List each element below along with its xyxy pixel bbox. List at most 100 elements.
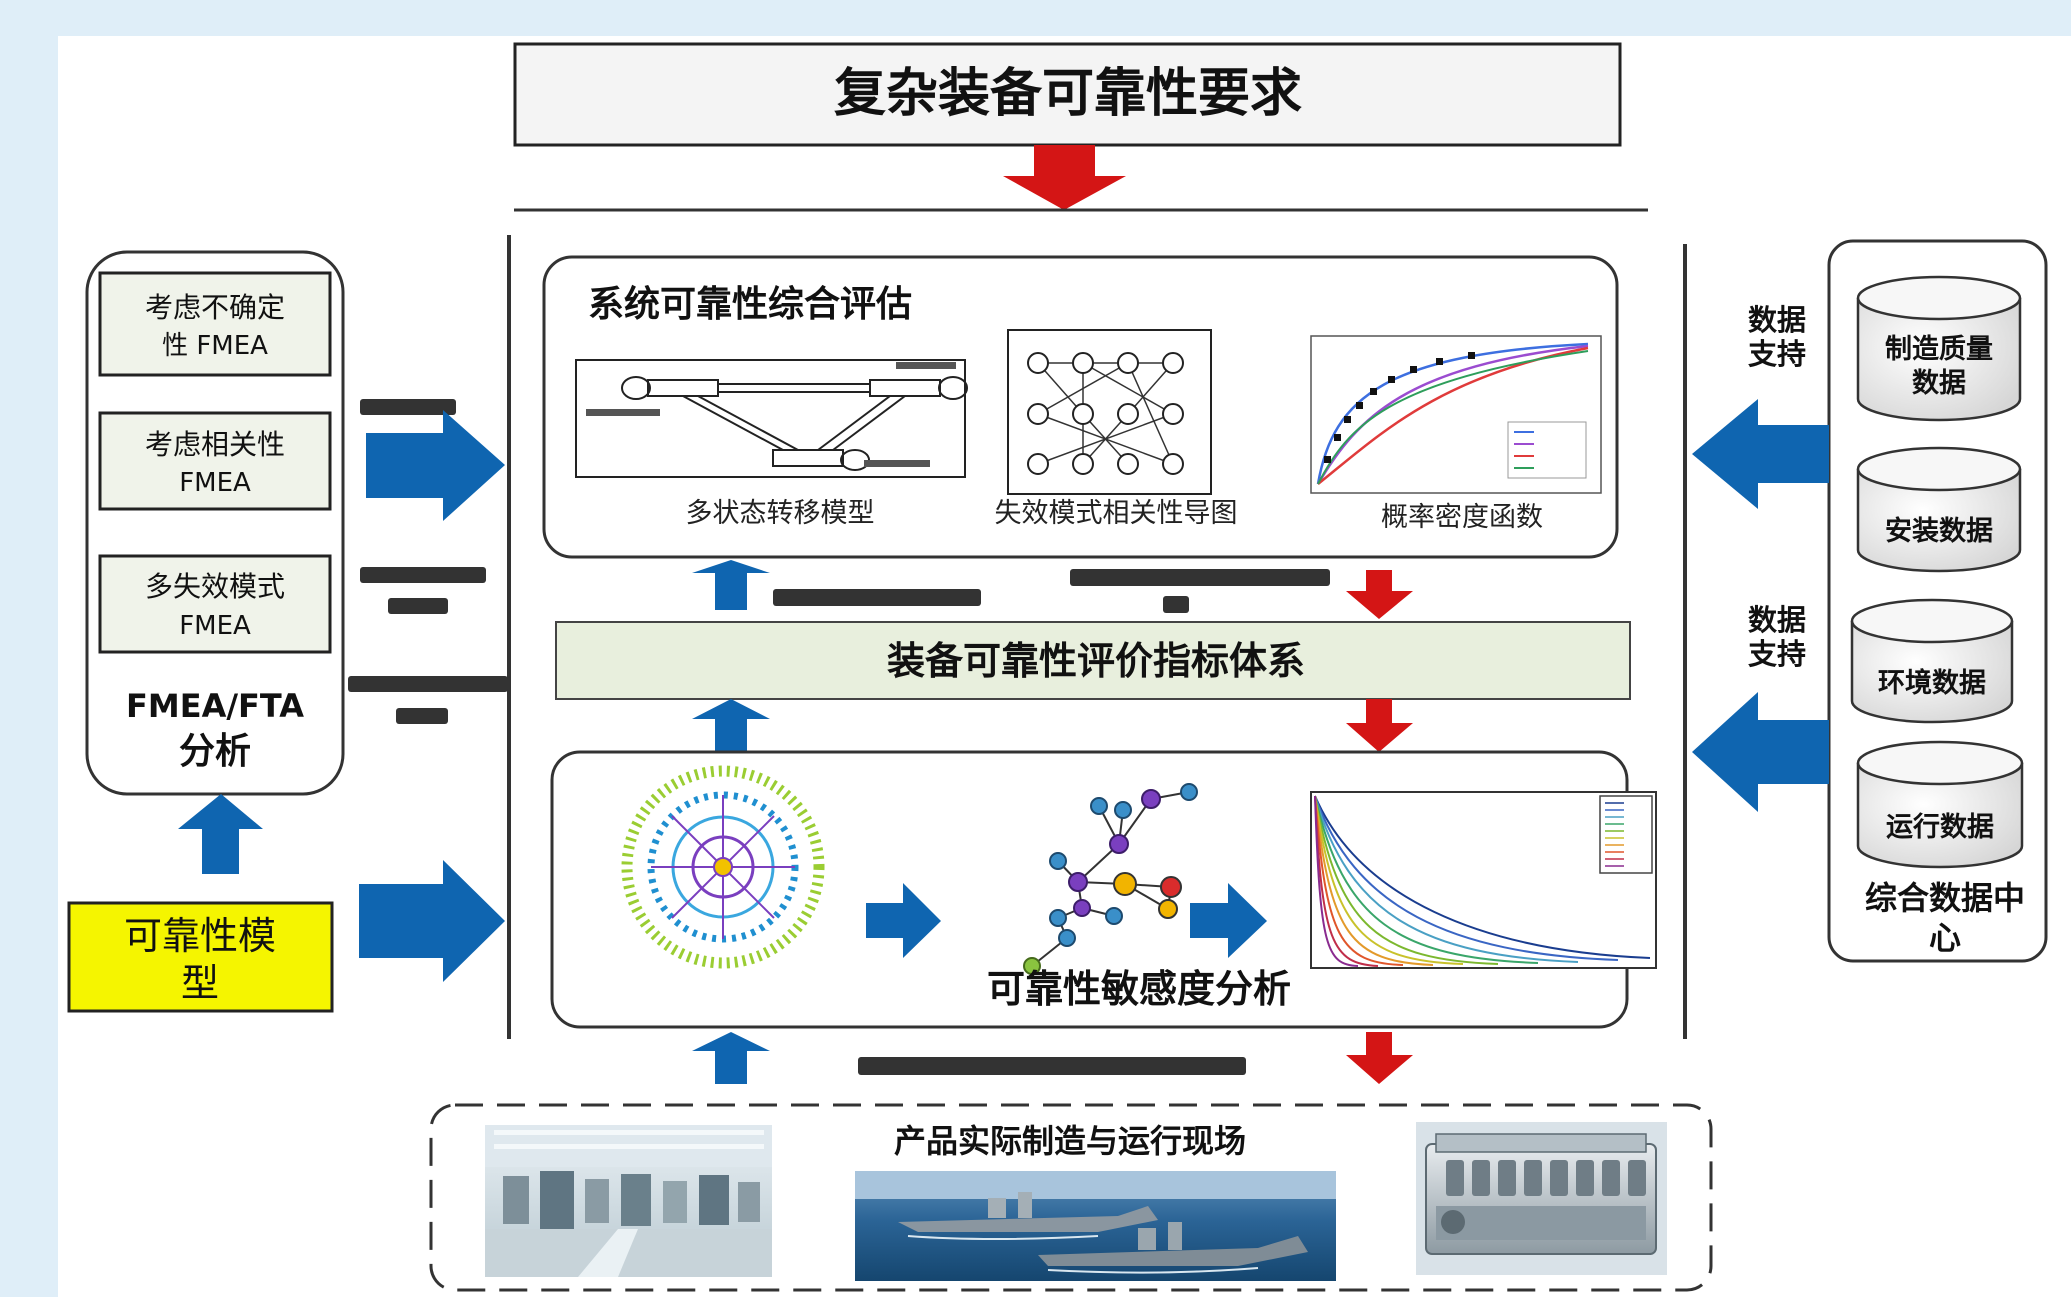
title-text: 复杂装备可靠性要求 — [834, 64, 1302, 124]
decay-curves-plot — [1310, 791, 1657, 969]
graph-node — [1072, 453, 1094, 475]
graph-nodes — [1027, 352, 1184, 475]
network-node — [1049, 852, 1067, 870]
database-cylinder-icon: 运行数据 — [1856, 740, 2024, 869]
fmea-caption: FMEA/FTA — [126, 687, 304, 725]
state-node — [869, 379, 941, 397]
database-cylinder-icon: 制造质量 数据 — [1856, 275, 2022, 422]
graph-node — [1027, 453, 1049, 475]
fmea-box-correlation: 考虑相关性 FMEA — [98, 411, 332, 511]
graph-node — [1117, 453, 1139, 475]
right-arrow-icon — [866, 883, 941, 958]
density-curve — [1316, 344, 1589, 485]
data-center-caption: 心 — [1929, 919, 1961, 957]
figure-caption: 失效模式相关性导图 — [995, 498, 1238, 529]
annotation-text-mark — [1070, 569, 1330, 586]
graph-node — [1027, 403, 1049, 425]
reliability-model-line: 型 — [181, 961, 219, 1005]
graph-node — [1162, 352, 1184, 374]
graph-node — [1072, 403, 1094, 425]
data-item-label: 运行数据 — [1886, 811, 1994, 843]
probability-density-plot — [1310, 335, 1602, 494]
network-node — [1049, 909, 1067, 927]
annotation-text-mark — [348, 676, 508, 692]
up-arrow-icon — [692, 1032, 770, 1084]
network-hub — [713, 857, 733, 877]
system-evaluation-panel: 系统可靠性综合评估 多状态转移模型 — [542, 255, 1619, 559]
radial-network-figure — [621, 765, 825, 969]
right-arrow-icon — [366, 410, 505, 521]
network-node — [1113, 872, 1137, 896]
down-arrow-icon — [1346, 699, 1413, 752]
annotation-text-mark — [858, 1057, 1246, 1075]
sensitivity-panel: 可靠性敏感度分析 — [550, 750, 1657, 1029]
annotation-text-mark — [896, 362, 956, 369]
network-node — [1158, 899, 1178, 919]
data-item-label: 环境数据 — [1878, 668, 1986, 699]
state-node — [647, 379, 719, 397]
annotation-text-mark — [360, 567, 486, 583]
annotation-text-mark — [586, 409, 660, 416]
annotation-text-mark — [864, 460, 930, 467]
network-node — [1068, 872, 1088, 892]
warship-image — [855, 1171, 1336, 1281]
up-arrow-icon — [692, 699, 770, 752]
transition-edge — [697, 395, 799, 451]
data-support-label: 支持 — [1748, 337, 1806, 371]
graph-edges — [1037, 362, 1174, 465]
graph-node — [1117, 352, 1139, 374]
figure-caption: 概率密度函数 — [1381, 502, 1543, 533]
density-curve — [1316, 342, 1589, 485]
fmea-box-multi-failure: 多失效模式 FMEA — [98, 554, 332, 654]
index-system-label: 装备可靠性评价指标体系 — [887, 639, 1305, 683]
up-arrow-icon — [692, 560, 770, 610]
fmea-box-line: 考虑不确定 — [145, 291, 285, 324]
decay-curves — [1314, 795, 1651, 967]
fmea-box-line: FMEA — [179, 611, 251, 641]
plot-legend — [1599, 795, 1653, 874]
network-node — [1109, 834, 1129, 854]
data-center-panel: 制造质量 数据 安装数据 环境数据 运行数据 综合数据中 心 — [1827, 239, 2048, 963]
fmea-box-line: 多失效模式 — [145, 570, 285, 603]
sensitivity-title: 可靠性敏感度分析 — [987, 967, 1291, 1011]
legend-lines — [1605, 802, 1624, 867]
transition-edge — [682, 395, 784, 451]
plot-legend — [1507, 421, 1587, 479]
reliability-model-line: 可靠性模 — [124, 914, 276, 958]
diagram-panel: 复杂装备可靠性要求 考虑不确定 性 FMEA 考虑相关性 FMEA 多失效模式 … — [58, 36, 2071, 1297]
database-cylinder-icon: 安装数据 — [1856, 446, 2022, 573]
network-node — [1023, 957, 1041, 975]
reliability-model-box: 可靠性模 型 — [67, 901, 334, 1013]
down-arrow-icon — [1346, 1032, 1413, 1084]
network-node — [1160, 876, 1182, 898]
transition-edge — [817, 395, 891, 451]
data-support-label: 数据 — [1748, 603, 1806, 637]
fmea-annotations — [348, 399, 508, 724]
state-node — [772, 449, 844, 467]
network-node — [1180, 783, 1198, 801]
graph-node — [1117, 403, 1139, 425]
fmea-panel: 考虑不确定 性 FMEA 考虑相关性 FMEA 多失效模式 FMEA FMEA/… — [85, 250, 345, 796]
index-system-bar: 装备可靠性评价指标体系 — [555, 621, 1631, 700]
figure-caption: 多状态转移模型 — [686, 498, 875, 529]
annotation-text-mark — [1163, 596, 1189, 613]
up-arrow-icon — [178, 794, 263, 874]
graph-node — [1162, 403, 1184, 425]
engine-image — [1416, 1122, 1667, 1275]
field-title: 产品实际制造与运行现场 — [894, 1122, 1246, 1160]
fmea-box-line: FMEA — [179, 468, 251, 498]
left-arrow-icon — [1692, 692, 1829, 812]
transition-edge — [832, 395, 906, 451]
data-item-label: 安装数据 — [1885, 516, 1993, 547]
self-loop — [938, 376, 968, 400]
node-network-figure — [1023, 783, 1198, 975]
title-box: 复杂装备可靠性要求 — [513, 42, 1622, 147]
factory-image — [485, 1125, 772, 1277]
network-node — [1073, 899, 1091, 917]
network-node — [1114, 801, 1132, 819]
engine-cylinders — [1446, 1160, 1646, 1196]
data-support-label: 支持 — [1748, 637, 1806, 671]
field-panel: 产品实际制造与运行现场 — [429, 1103, 1713, 1292]
failure-correlation-graph — [1007, 329, 1212, 495]
graph-node — [1162, 453, 1184, 475]
